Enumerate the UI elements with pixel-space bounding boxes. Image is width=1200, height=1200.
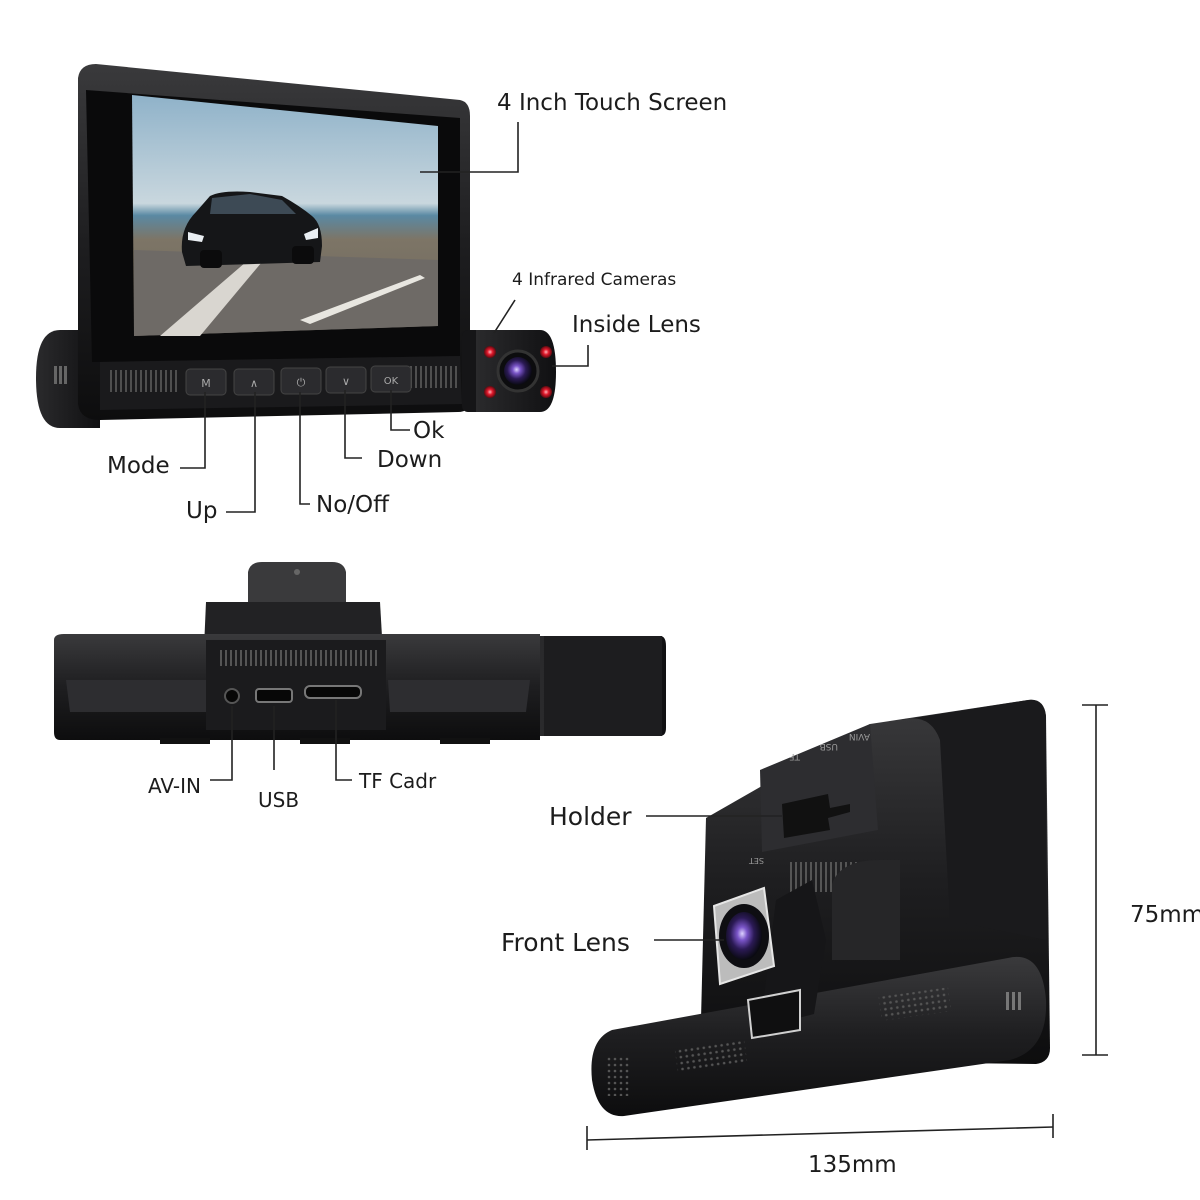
- ok-button[interactable]: OK: [370, 365, 412, 393]
- label-height-dimension: 75mm: [1130, 902, 1200, 928]
- label-power: No/Off: [316, 492, 389, 518]
- infrared-led-icon: [484, 386, 496, 398]
- up-button[interactable]: ∧: [233, 368, 275, 396]
- car-image: [181, 191, 322, 268]
- touch-screen: [132, 95, 438, 336]
- svg-text:⏻: ⏻: [297, 376, 306, 389]
- label-mode: Mode: [107, 453, 170, 479]
- dashcam-front-view: M ∧ ⏻ ∨ OK: [36, 64, 556, 428]
- label-width-dimension: 135mm: [808, 1152, 897, 1178]
- label-infrared-cameras: 4 Infrared Cameras: [512, 270, 677, 290]
- label-up: Up: [186, 498, 218, 524]
- label-inside-lens: Inside Lens: [572, 312, 701, 338]
- label-touch-screen: 4 Inch Touch Screen: [497, 90, 728, 116]
- dimension-height: [1082, 704, 1108, 1056]
- leader-lines: [180, 122, 782, 941]
- label-holder: Holder: [549, 802, 632, 831]
- tf-marking: TF: [789, 751, 801, 761]
- tf-card-slot-icon: [304, 685, 362, 699]
- usb-marking: USB: [820, 741, 838, 751]
- inside-lens-module: [462, 330, 556, 412]
- label-usb: USB: [258, 788, 300, 812]
- down-button[interactable]: ∨: [325, 366, 367, 394]
- dashcam-bottom-view: [54, 562, 666, 744]
- label-tf-card: TF Cadr: [359, 769, 437, 793]
- svg-text:OK: OK: [384, 376, 399, 387]
- label-front-lens: Front Lens: [501, 928, 630, 957]
- front-lens-icon: [726, 912, 762, 960]
- dashcam-rear-view: AVIN USB TF SET: [591, 699, 1050, 1117]
- label-av-in: AV-IN: [148, 774, 201, 798]
- infrared-led-icon: [540, 386, 552, 398]
- svg-text:∧: ∧: [250, 377, 258, 390]
- svg-text:∨: ∨: [342, 375, 350, 388]
- av-in-marking: AVIN: [849, 731, 870, 741]
- holder-slot: [782, 794, 850, 838]
- set-marking: SET: [749, 856, 764, 865]
- dimension-width: [586, 1114, 1054, 1150]
- usb-port-icon: [255, 688, 293, 703]
- av-in-port-icon: [224, 688, 240, 704]
- label-ok: Ok: [413, 418, 445, 444]
- inside-lens-icon: [504, 357, 532, 385]
- mode-button[interactable]: M: [185, 368, 227, 396]
- infrared-led-icon: [484, 346, 496, 358]
- label-down: Down: [377, 447, 443, 473]
- front-lens: [712, 886, 776, 986]
- power-button[interactable]: ⏻: [280, 367, 322, 395]
- svg-text:M: M: [201, 377, 211, 390]
- infrared-led-icon: [540, 346, 552, 358]
